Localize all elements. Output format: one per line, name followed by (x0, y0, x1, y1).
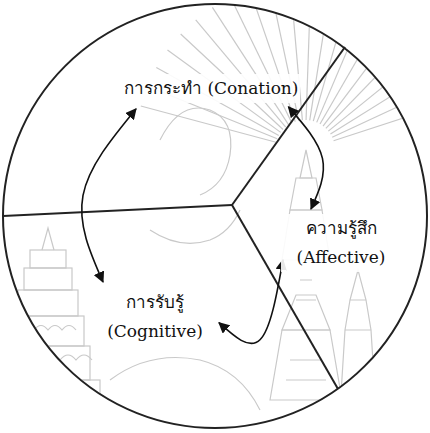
sector-label: การรับรู้ (Cognitive) (95, 288, 215, 346)
circle-outline (3, 4, 427, 428)
ray-line (323, 14, 407, 126)
sector-text: การรับรู้ (Cognitive) (95, 288, 215, 346)
sun-rays (141, 0, 430, 142)
tiered-stupa (0, 228, 100, 433)
ray-line (317, 0, 372, 122)
divider-line (3, 205, 232, 216)
ray-line (250, 0, 296, 122)
sector-text: ความรู้สึก (Affective) (281, 214, 401, 272)
sector-label: การกระทำ (Conation) (122, 74, 300, 103)
double-arrow (82, 109, 136, 282)
ray-line (328, 43, 430, 131)
ray-line (326, 28, 423, 129)
sector-label: ความรู้สึก (Affective) (281, 214, 401, 272)
double-arrow (288, 107, 323, 209)
ray-line (310, 0, 332, 120)
ray-line (334, 97, 430, 140)
sector-text: การกระทำ (Conation) (122, 74, 300, 103)
ray-line (330, 60, 430, 134)
ray-line (230, 0, 291, 123)
double-arrow (219, 260, 283, 344)
circle-ground (3, 4, 427, 428)
figure-outline (110, 108, 260, 410)
divider-line (232, 47, 345, 205)
ray-line (320, 3, 390, 124)
ray-line (212, 7, 288, 124)
ray-line (332, 78, 430, 137)
